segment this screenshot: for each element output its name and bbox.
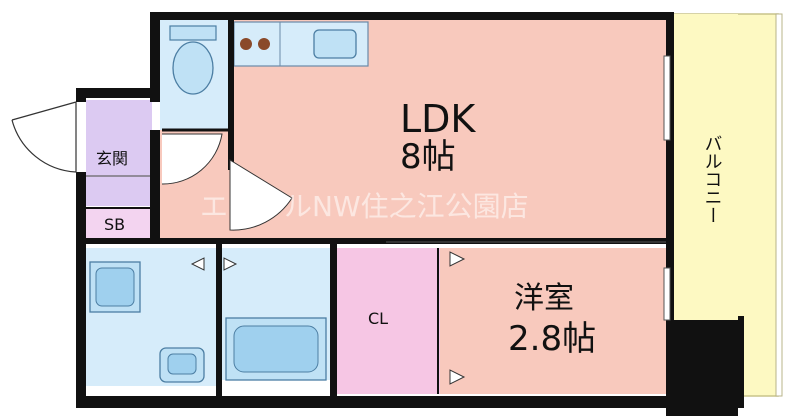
entrance-door [11, 101, 77, 121]
wall-block [668, 320, 738, 416]
sink-icon [313, 29, 357, 59]
sliding-window [663, 55, 671, 321]
toilet-door-swing [161, 133, 223, 185]
western-room-size: 2.8帖 [508, 319, 596, 359]
watermark: エイブルNW住之江公園店 [200, 190, 529, 223]
walls [76, 12, 744, 416]
ldk-name: LDK [400, 97, 476, 141]
door-hinge-icon [190, 257, 205, 271]
shoe-box-area [86, 208, 152, 238]
toilet-bowl-icon [172, 41, 214, 95]
entrance-label: 玄関 [96, 149, 128, 168]
shoe-box-label: SB [104, 215, 125, 234]
entrance-area [86, 100, 152, 206]
door-hinge-icon [449, 369, 466, 385]
ldk-door-swing [229, 159, 293, 231]
door-hinge-icon [223, 257, 238, 271]
washbasin-bowl-icon [167, 353, 197, 375]
entrance-door-swing [11, 102, 77, 173]
bathtub-basin-icon [233, 325, 319, 373]
balcony-area [674, 14, 738, 320]
toilet-tank-icon [169, 25, 217, 41]
kitchen-counter [233, 21, 369, 67]
closet-area [337, 248, 440, 394]
door-hinge-icon [449, 251, 466, 267]
stove-burner-icon [240, 38, 252, 50]
stove-burner-icon [258, 38, 270, 50]
western-room-area [440, 248, 666, 394]
balcony-rail [775, 13, 783, 397]
western-room-name: 洋室 [514, 281, 574, 316]
balcony-label: バルコニー [702, 134, 723, 224]
washing-machine-drum-icon [95, 267, 135, 307]
wall-block [76, 316, 86, 408]
closet-label: CL [368, 309, 388, 328]
ldk-size: 8帖 [400, 137, 456, 177]
